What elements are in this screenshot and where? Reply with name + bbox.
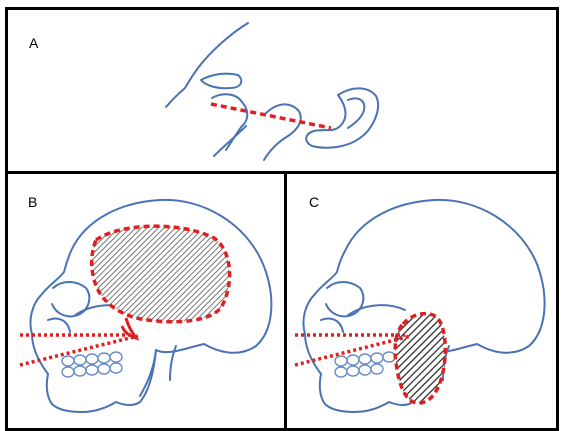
forehead-nose-outline — [166, 23, 248, 107]
zygomatic-outline — [347, 305, 405, 316]
lower-lip-outline — [264, 104, 301, 160]
skull-illustration-c — [287, 174, 556, 428]
nostril-outline — [201, 74, 241, 89]
occlusal-plane-line — [211, 104, 331, 128]
hatched-brain-region — [92, 226, 230, 322]
panel-a: A — [5, 7, 559, 174]
skull-illustration-b — [8, 174, 284, 428]
panel-b: B — [5, 171, 287, 431]
nasal-outline — [321, 319, 343, 333]
face-profile-illustration — [8, 10, 556, 171]
panel-c: C — [284, 171, 559, 431]
chin-outline — [214, 126, 246, 156]
ear-inner-outline — [348, 98, 364, 128]
hatched-mandible-region — [395, 314, 445, 403]
nasal-outline — [48, 319, 70, 333]
orbit-outline — [326, 282, 363, 316]
ear-outline — [306, 88, 378, 147]
